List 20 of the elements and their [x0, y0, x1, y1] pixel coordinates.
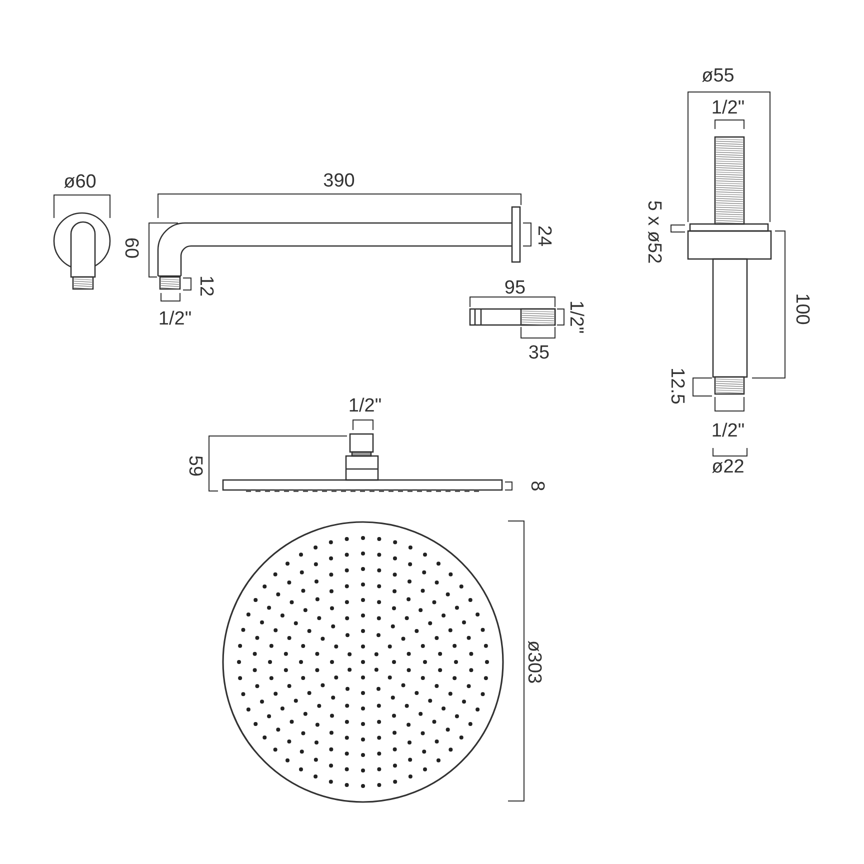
dimension-label: ø55 [702, 66, 734, 86]
dimension-label: ø60 [64, 172, 96, 192]
dimension-label: ø22 [712, 458, 744, 476]
dimension-label: 8 [528, 480, 546, 492]
dimension-label: 1/2" [711, 98, 745, 118]
dimension-label: 1/2" [566, 300, 586, 334]
dimension-label: 95 [504, 278, 526, 298]
dimension-label: 5 x ø52 [644, 200, 664, 264]
dimension-label: 390 [323, 172, 355, 190]
dimension-label: ø303 [524, 640, 544, 684]
dimension-label: 24 [534, 225, 554, 247]
dimension-label: 1/2" [711, 422, 745, 440]
dimension-label: 12 [196, 275, 216, 297]
dimension-label: 12.5 [668, 368, 686, 404]
dimension-label: 35 [528, 344, 550, 362]
dimension-label: 1/2" [348, 396, 382, 416]
dimension-label: 60 [122, 237, 140, 259]
dimension-label: 59 [186, 455, 204, 477]
dimension-label: 1/2" [158, 310, 192, 328]
dimension-label: 100 [792, 293, 812, 325]
